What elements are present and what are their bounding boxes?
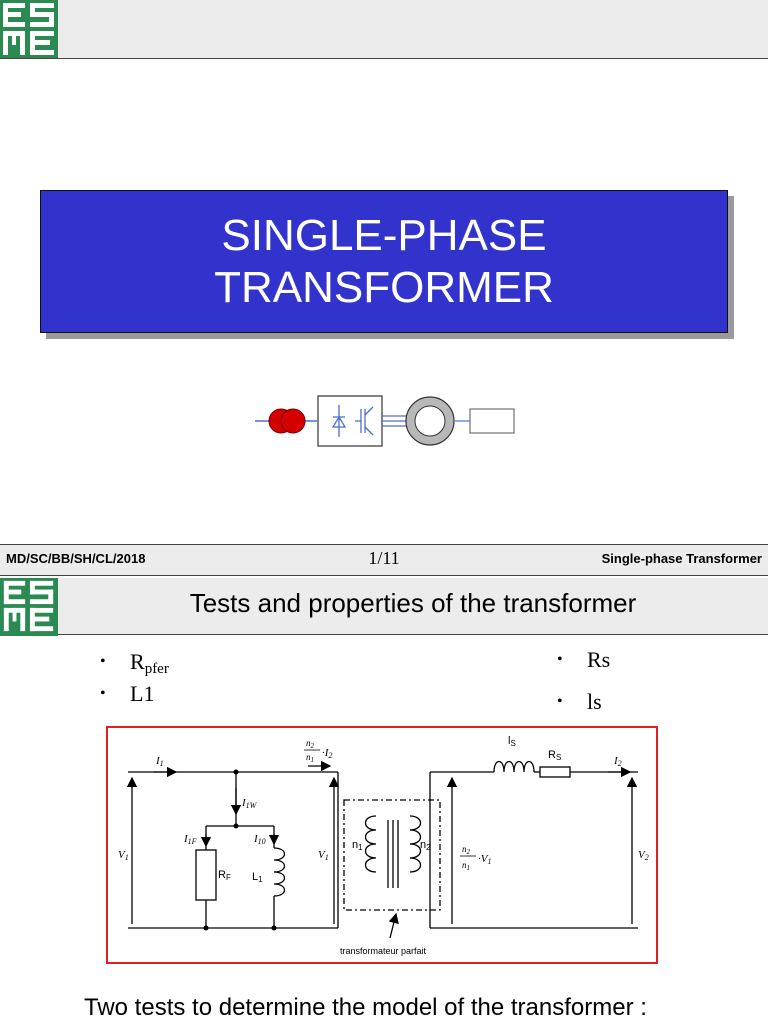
header-bar: [0, 0, 768, 59]
ideal-transformer-label: transformateur parfait: [340, 946, 427, 956]
svg-text:I2: I2: [613, 755, 622, 768]
svg-text:I10: I10: [253, 833, 266, 846]
label-I1: I1: [155, 755, 164, 768]
svg-text:L1: L1: [252, 871, 263, 884]
bullet-item: • L1: [100, 678, 350, 710]
converter-chain-icon: [255, 393, 517, 451]
svg-text:I1W: I1W: [241, 797, 258, 810]
slide-2: Tests and properties of the transformer …: [0, 578, 768, 1024]
bottom-text: Two tests to determine the model of the …: [84, 994, 647, 1021]
svg-text:RF: RF: [218, 869, 231, 882]
bullet-item: • ls: [557, 686, 707, 718]
svg-text:lS: lS: [508, 735, 516, 748]
svg-text:n2: n2: [462, 844, 471, 856]
footer-page-number: 1/11: [368, 548, 400, 568]
svg-text:n1: n1: [462, 860, 470, 872]
header-bar: [0, 578, 768, 635]
svg-text:n2: n2: [306, 738, 315, 750]
title-box: SINGLE-PHASE TRANSFORMER: [40, 190, 728, 333]
slide-footer: MD/SC/BB/SH/CL/2018 1/11 Single-phase Tr…: [0, 544, 768, 576]
svg-text:I1F: I1F: [183, 833, 197, 846]
slide-heading: Tests and properties of the transformer: [189, 588, 637, 618]
svg-text:n1: n1: [306, 752, 314, 764]
bullet-text: L1: [130, 681, 155, 706]
bullet-subscript: pfer: [144, 661, 169, 677]
footer-course: Single-phase Transformer: [601, 551, 762, 566]
bullets-right: • Rs • ls: [557, 644, 707, 718]
slide-title: SINGLE-PHASE TRANSFORMER: [214, 210, 554, 312]
bullet-text: ls: [587, 689, 602, 714]
esme-logo: [0, 578, 58, 636]
transformer-equivalent-circuit: I1 n2 n1 ·I2 I1W I1F I10 V1 V1 n2 n1 ·V1…: [106, 726, 658, 964]
bullet-item: • Rpfer: [100, 649, 169, 677]
bullets-left: • Rpfer • L1: [100, 646, 350, 710]
footer-author: MD/SC/BB/SH/CL/2018: [6, 551, 146, 566]
svg-text:V1: V1: [318, 849, 329, 862]
svg-text:·I2: ·I2: [322, 747, 332, 760]
bullet-item: • Rs: [557, 644, 707, 686]
svg-text:RS: RS: [548, 749, 561, 762]
esme-logo: [0, 0, 58, 58]
bullet-text: R: [130, 649, 145, 674]
svg-text:V2: V2: [638, 849, 649, 862]
svg-text:n2: n2: [420, 839, 431, 852]
svg-text:·V1: ·V1: [478, 853, 491, 866]
bullet-text: Rs: [587, 647, 611, 672]
svg-text:n1: n1: [352, 839, 363, 852]
svg-text:V1: V1: [118, 849, 129, 862]
slide-1: SINGLE-PHASE TRANSFORMER: [0, 0, 768, 578]
